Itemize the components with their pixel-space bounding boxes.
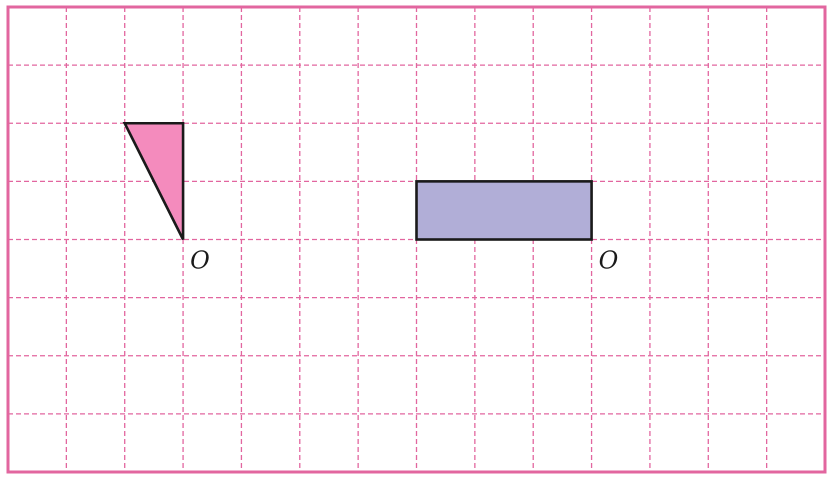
point-o-label-rectangle: O: [599, 247, 619, 275]
purple-rectangle: [415, 180, 593, 241]
pink-right-triangle: [122, 121, 185, 241]
point-o-label-triangle: O: [190, 247, 210, 275]
grid-border: [6, 5, 827, 474]
